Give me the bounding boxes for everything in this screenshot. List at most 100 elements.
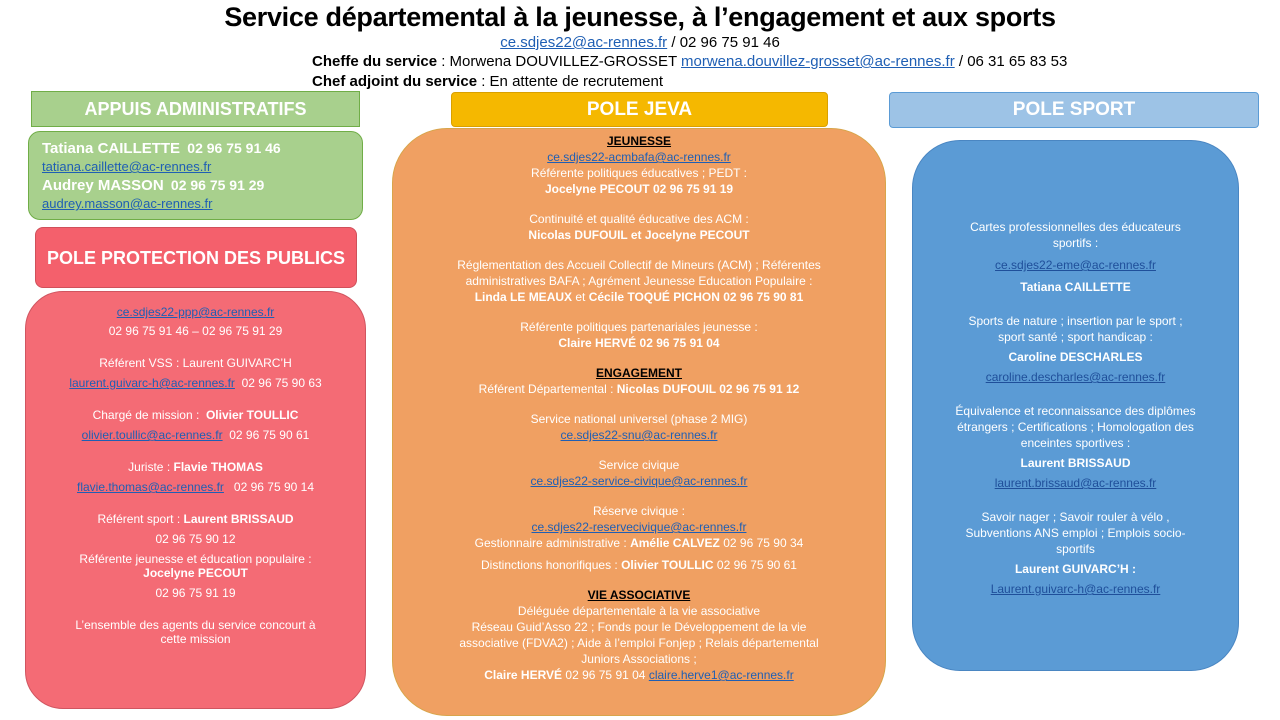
youth-ref-name: Jocelyne PECOUT xyxy=(143,566,248,580)
manager-phone: 02 96 75 90 34 xyxy=(719,536,804,550)
assoc-email[interactable]: claire.herve1@ac-rennes.fr xyxy=(648,668,794,682)
protection-section-header: POLE PROTECTION DES PUBLICS xyxy=(35,227,357,288)
protection-box: ce.sdjes22-ppp@ac-rennes.fr 02 96 75 91 … xyxy=(25,291,366,709)
vss-email[interactable]: laurent.guivarc-h@ac-rennes.fr xyxy=(69,376,235,390)
vss-phone: 02 96 75 90 63 xyxy=(241,376,322,390)
assoc-person: Claire HERVÉ xyxy=(484,668,563,682)
pedt-label: Référente politiques éducatives ; PEDT : xyxy=(531,166,747,180)
mission-name: Olivier TOULLIC xyxy=(205,408,299,422)
civic-label: Service civique xyxy=(598,458,680,472)
snu-email[interactable]: ce.sdjes22-snu@ac-rennes.fr xyxy=(560,428,718,442)
sport-section-header: POLE SPORT xyxy=(889,92,1259,128)
deputy-line: Chef adjoint du service : En attente de … xyxy=(312,73,663,90)
nature-email[interactable]: caroline.descharles@ac-rennes.fr xyxy=(985,370,1166,384)
acm-person: Nicolas DUFOUIL et Jocelyne PECOUT xyxy=(528,228,750,242)
admin-person2-name: Audrey MASSON xyxy=(42,177,164,194)
mission-label: Chargé de mission : xyxy=(92,408,200,422)
deputy-label: Chef adjoint du service xyxy=(312,73,478,90)
youth-email[interactable]: ce.sdjes22-acmbafa@ac-rennes.fr xyxy=(547,150,731,164)
swim-line3: sportifs xyxy=(1056,542,1095,556)
reg-phone: 02 96 75 90 81 xyxy=(719,290,804,304)
assoc-phone: 02 96 75 91 04 xyxy=(562,668,649,682)
part-label: Référente politiques partenariales jeune… xyxy=(520,320,758,334)
cards-email[interactable]: ce.sdjes22-eme@ac-rennes.fr xyxy=(995,258,1156,272)
assoc-line4: Juniors Associations ; xyxy=(581,652,697,666)
sport-box: Cartes professionnelles des éducateurs s… xyxy=(912,140,1239,671)
eng-ref-phone: 02 96 75 91 12 xyxy=(715,382,800,396)
sport-ref-phone: 02 96 75 90 12 xyxy=(155,532,236,546)
snu-label: Service national universel (phase 2 MIG) xyxy=(530,412,748,426)
acm-label: Continuité et qualité éducative des ACM … xyxy=(529,212,749,226)
reg-line1: Réglementation des Accueil Collectif de … xyxy=(457,258,821,272)
swim-line2: Subventions ANS emploi ; Emplois socio- xyxy=(965,526,1186,540)
civic-email[interactable]: ce.sdjes22-service-civique@ac-rennes.fr xyxy=(530,474,748,488)
chief-label: Cheffe du service xyxy=(312,53,438,70)
pedt-person: Jocelyne PECOUT 02 96 75 91 19 xyxy=(544,182,734,196)
cards-line1: Cartes professionnelles des éducateurs xyxy=(970,220,1181,234)
admin-person1-name: Tatiana CAILLETTE xyxy=(42,140,181,157)
engagement-heading: ENGAGEMENT xyxy=(595,366,682,380)
assoc-line2: Réseau Guid’Asso 22 ; Fonds pour le Déve… xyxy=(471,620,807,634)
assoc-line3: associative (FDVA2) ; Aide à l’emploi Fo… xyxy=(459,636,819,650)
honors-phone: 02 96 75 90 61 xyxy=(713,558,797,572)
part-person: Claire HERVÉ 02 96 75 91 04 xyxy=(558,336,720,350)
honors-name: Olivier TOULLIC xyxy=(621,558,714,572)
reg-name2: Cécile TOQUÉ PICHON xyxy=(588,290,720,304)
mission-phone: 02 96 75 90 61 xyxy=(229,428,310,442)
page-title: Service départemental à la jeunesse, à l… xyxy=(224,2,1056,32)
swim-email[interactable]: Laurent.guivarc-h@ac-rennes.fr xyxy=(990,582,1161,596)
jurist-name: Flavie THOMAS xyxy=(173,460,263,474)
youth-heading: JEUNESSE xyxy=(606,134,672,148)
deputy-text: : En attente de recrutement xyxy=(477,73,663,90)
protection-footer-line1: L’ensemble des agents du service concour… xyxy=(75,618,316,632)
admin-person1-phone: 02 96 75 91 46 xyxy=(187,140,281,156)
equiv-line1: Équivalence et reconnaissance des diplôm… xyxy=(955,404,1196,418)
admin-box: Tatiana CAILLETTE 02 96 75 91 46 tatiana… xyxy=(28,131,363,220)
cards-line2: sportifs : xyxy=(1052,236,1099,250)
nature-line2: sport santé ; sport handicap : xyxy=(998,330,1153,344)
reserve-email[interactable]: ce.sdjes22-reservecivique@ac-rennes.fr xyxy=(531,520,747,534)
chief-text: : Morwena DOUVILLEZ-GROSSET xyxy=(437,53,682,70)
reg-and: et xyxy=(572,290,589,304)
cards-person: Tatiana CAILLETTE xyxy=(1020,280,1131,294)
jeva-box: JEUNESSE ce.sdjes22-acmbafa@ac-rennes.fr… xyxy=(392,128,886,716)
eng-ref-name: Nicolas DUFOUIL xyxy=(616,382,716,396)
honors-label: Distinctions honorifiques : xyxy=(481,558,618,572)
protection-footer-line2: cette mission xyxy=(160,632,231,646)
jeva-section-header: POLE JEVA xyxy=(451,92,828,127)
chief-phone: / 06 31 65 83 53 xyxy=(954,53,1068,70)
equiv-person: Laurent BRISSAUD xyxy=(1020,456,1131,470)
jurist-email[interactable]: flavie.thomas@ac-rennes.fr xyxy=(77,480,224,494)
nature-person: Caroline DESCHARLES xyxy=(1008,350,1143,364)
service-email-link[interactable]: ce.sdjes22@ac-rennes.fr xyxy=(500,34,668,51)
service-phone: / 02 96 75 91 46 xyxy=(667,34,780,51)
admin-person2-email[interactable]: audrey.masson@ac-rennes.fr xyxy=(42,196,213,211)
sport-ref-label: Référent sport : xyxy=(97,512,181,526)
equiv-email[interactable]: laurent.brissaud@ac-rennes.fr xyxy=(994,476,1157,490)
sport-ref-name: Laurent BRISSAUD xyxy=(183,512,294,526)
service-contact: ce.sdjes22@ac-rennes.fr / 02 96 75 91 46 xyxy=(0,34,1280,51)
chief-line: Cheffe du service : Morwena DOUVILLEZ-GR… xyxy=(312,53,1067,70)
admin-section-header: APPUIS ADMINISTRATIFS xyxy=(31,91,360,127)
assoc-line1: Déléguée départementale à la vie associa… xyxy=(517,604,761,618)
youth-ref-phone: 02 96 75 91 19 xyxy=(155,586,236,600)
equiv-line3: enceintes sportives : xyxy=(1020,436,1131,450)
admin-person1-email[interactable]: tatiana.caillette@ac-rennes.fr xyxy=(42,159,212,174)
youth-ref-label: Référente jeunesse et éducation populair… xyxy=(79,552,312,566)
equiv-line2: étrangers ; Certifications ; Homologatio… xyxy=(957,420,1194,434)
reserve-label: Réserve civique : xyxy=(592,504,686,518)
admin-person2-phone: 02 96 75 91 29 xyxy=(170,177,265,193)
chief-email-link[interactable]: morwena.douvillez-grosset@ac-rennes.fr xyxy=(681,53,955,70)
manager-name: Amélie CALVEZ xyxy=(630,536,720,550)
nature-line1: Sports de nature ; insertion par le spor… xyxy=(968,314,1183,328)
protection-email[interactable]: ce.sdjes22-ppp@ac-rennes.fr xyxy=(116,305,275,319)
mission-email[interactable]: olivier.toullic@ac-rennes.fr xyxy=(81,428,223,442)
eng-ref-label: Référent Départemental : xyxy=(478,382,614,396)
reg-line2: administratives BAFA ; Agrément Jeunesse… xyxy=(465,274,813,288)
vss-label: Référent VSS : Laurent GUIVARC’H xyxy=(99,356,292,370)
protection-phones: 02 96 75 91 46 – 02 96 75 91 29 xyxy=(108,324,283,338)
reg-name1: Linda LE MEAUX xyxy=(474,290,573,304)
swim-line1: Savoir nager ; Savoir rouler à vélo , xyxy=(981,510,1170,524)
jurist-label: Juriste : xyxy=(128,460,171,474)
jurist-phone: 02 96 75 90 14 xyxy=(233,480,314,494)
